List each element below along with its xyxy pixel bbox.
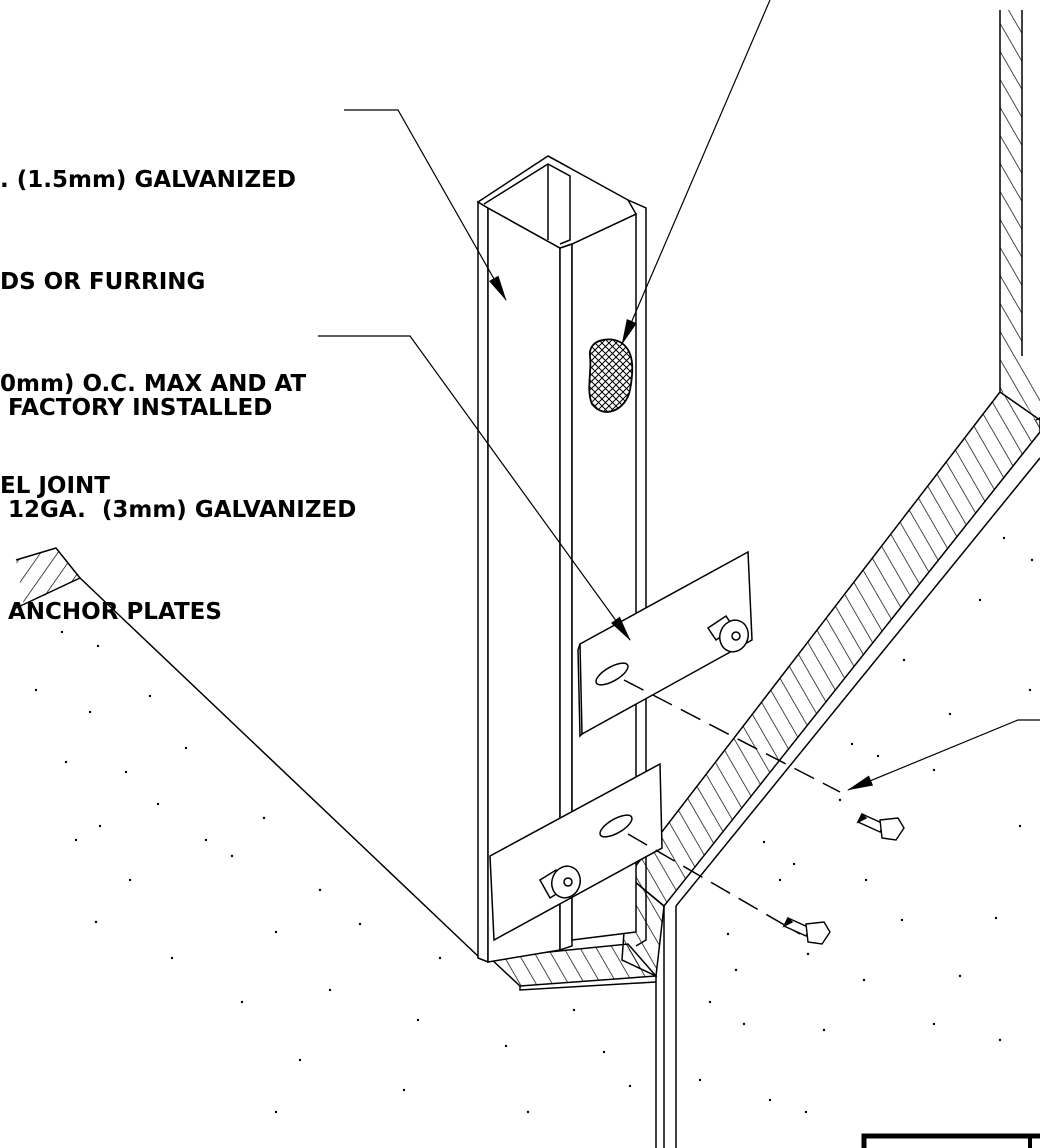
callout-line: ANCHOR PLATES xyxy=(8,599,222,625)
anchor-plate-lower xyxy=(489,762,663,942)
anchor-pin-lower xyxy=(538,865,581,900)
left-substrate xyxy=(15,547,481,959)
callout-line: 0mm) O.C. MAX AND AT xyxy=(0,371,307,397)
concrete-stipple xyxy=(34,536,1034,1114)
callout-anchor-plates: FACTORY INSTALLED 12GA. (3mm) GALVANIZED… xyxy=(8,323,356,663)
galvanized-stud xyxy=(476,155,647,964)
callout-line: DS OR FURRING xyxy=(0,269,206,295)
title-block-corner xyxy=(861,1133,1040,1148)
leader-lines xyxy=(318,0,1040,791)
screw-upper xyxy=(856,812,905,841)
callout-line: FACTORY INSTALLED xyxy=(8,395,273,421)
callout-galvanized-stud: . (1.5mm) GALVANIZED DS OR FURRING 0mm) … xyxy=(0,95,306,537)
screw-paths xyxy=(623,679,841,935)
anchor-pin-upper xyxy=(706,614,749,653)
callout-line: EL JOINT xyxy=(0,473,110,499)
anchor-plate-upper xyxy=(577,550,753,738)
screw-lower xyxy=(782,916,831,945)
textured-pad xyxy=(588,338,634,413)
callout-line: . (1.5mm) GALVANIZED xyxy=(0,167,296,193)
callout-line: 12GA. (3mm) GALVANIZED xyxy=(8,497,357,523)
wall-panel xyxy=(621,10,1040,1148)
